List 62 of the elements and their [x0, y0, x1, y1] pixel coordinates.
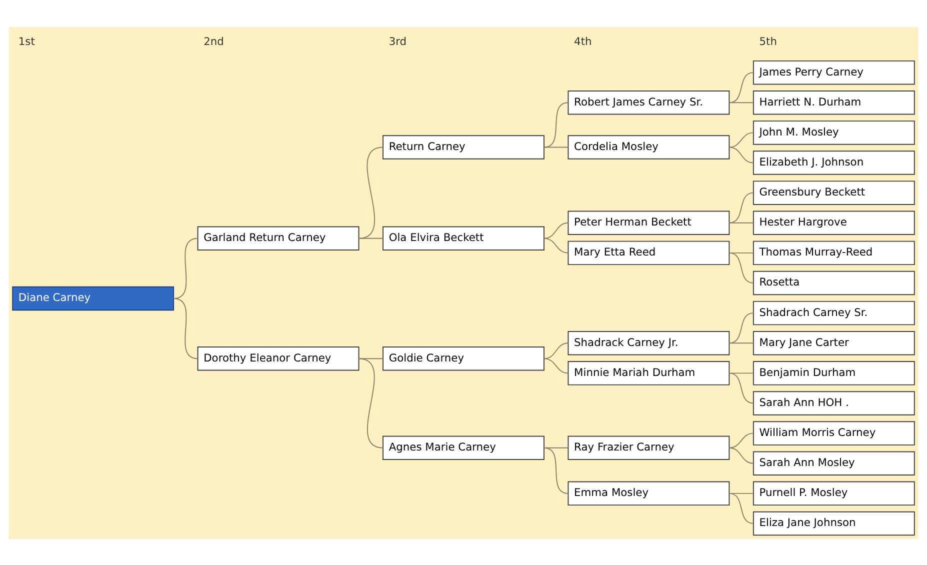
node-box: Shadrack Carney Jr. [568, 330, 730, 355]
connector [358, 358, 384, 448]
node-box: Shadrach Carney Sr. [752, 300, 915, 325]
connector [728, 312, 754, 344]
node-box: William Morris Carney [752, 420, 915, 445]
connector [728, 192, 754, 223]
node-box: Dorothy Eleanor Carney [197, 346, 360, 370]
label: 4th [574, 34, 592, 48]
node-box: Purnell P. Mosley [752, 480, 915, 506]
node-box: Eliza Jane Johnson [752, 510, 915, 536]
node-box: Garland Return Carney [197, 226, 360, 250]
node-box: Hester Hargrove [752, 210, 915, 234]
connector [358, 146, 384, 238]
connector [544, 358, 569, 374]
connector [728, 372, 754, 404]
connector [728, 446, 754, 464]
node-box: Benjamin Durham [752, 360, 915, 385]
connector [544, 237, 569, 253]
connector [173, 298, 198, 359]
node-box: Rosetta [752, 270, 915, 295]
node-box: James Perry Carney [752, 60, 915, 84]
connector [358, 358, 384, 359]
node-box: Ray Frazier Carney [568, 435, 730, 460]
node-box: Mary Jane Carter [752, 330, 915, 355]
connector [728, 372, 754, 374]
connector [728, 342, 754, 344]
node-box: Greensbury Beckett [752, 180, 915, 204]
node-box: Agnes Marie Carney [382, 435, 544, 460]
label: 2nd [204, 34, 224, 48]
connector [358, 237, 384, 238]
node-box: Ola Elvira Beckett [382, 226, 544, 250]
node-box: Thomas Murray-Reed [752, 240, 915, 265]
node-box: Goldie Carney [382, 346, 544, 370]
label: 1st [18, 34, 35, 48]
node-box: Minnie Mariah Durham [568, 360, 730, 385]
connector [728, 72, 754, 103]
connector [728, 222, 754, 223]
connector [544, 146, 569, 148]
connector [544, 222, 569, 238]
connector [728, 132, 754, 148]
connector [544, 102, 569, 148]
connector [728, 146, 754, 163]
node-box: Sarah Ann HOH . [752, 390, 915, 415]
node-box: Elizabeth J. Johnson [752, 150, 915, 174]
node-box: Harriett N. Durham [752, 90, 915, 114]
node-box: Cordelia Mosley [568, 134, 730, 159]
connector [728, 492, 754, 524]
node-box: Sarah Ann Mosley [752, 450, 915, 475]
node-box: Peter Herman Beckett [568, 210, 730, 234]
connector [728, 102, 754, 103]
connector [728, 252, 754, 283]
connector [544, 446, 569, 494]
node-box: John M. Mosley [752, 120, 915, 144]
node-box: Return Carney [382, 134, 544, 159]
node-box: Diane Carney [12, 286, 174, 310]
node-box: Robert James Carney Sr. [568, 90, 730, 114]
connector [728, 432, 754, 448]
node-box: Mary Etta Reed [568, 240, 730, 265]
label: 3rd [388, 34, 407, 48]
node-box: Emma Mosley [568, 480, 730, 506]
connector [544, 342, 569, 359]
label: 5th [759, 34, 777, 48]
